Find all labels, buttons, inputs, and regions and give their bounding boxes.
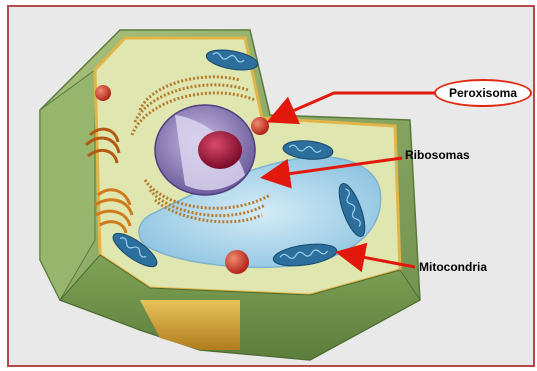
nucleolus (198, 131, 242, 169)
peroxisome (225, 250, 249, 274)
label-peroxisoma: Peroxisoma (434, 79, 532, 107)
peroxisome (251, 117, 269, 135)
label-ribosomas: Ribosomas (405, 148, 470, 162)
wall-cross-section (140, 300, 240, 350)
label-mitocondria: Mitocondria (419, 260, 487, 274)
peroxisome (95, 85, 111, 101)
